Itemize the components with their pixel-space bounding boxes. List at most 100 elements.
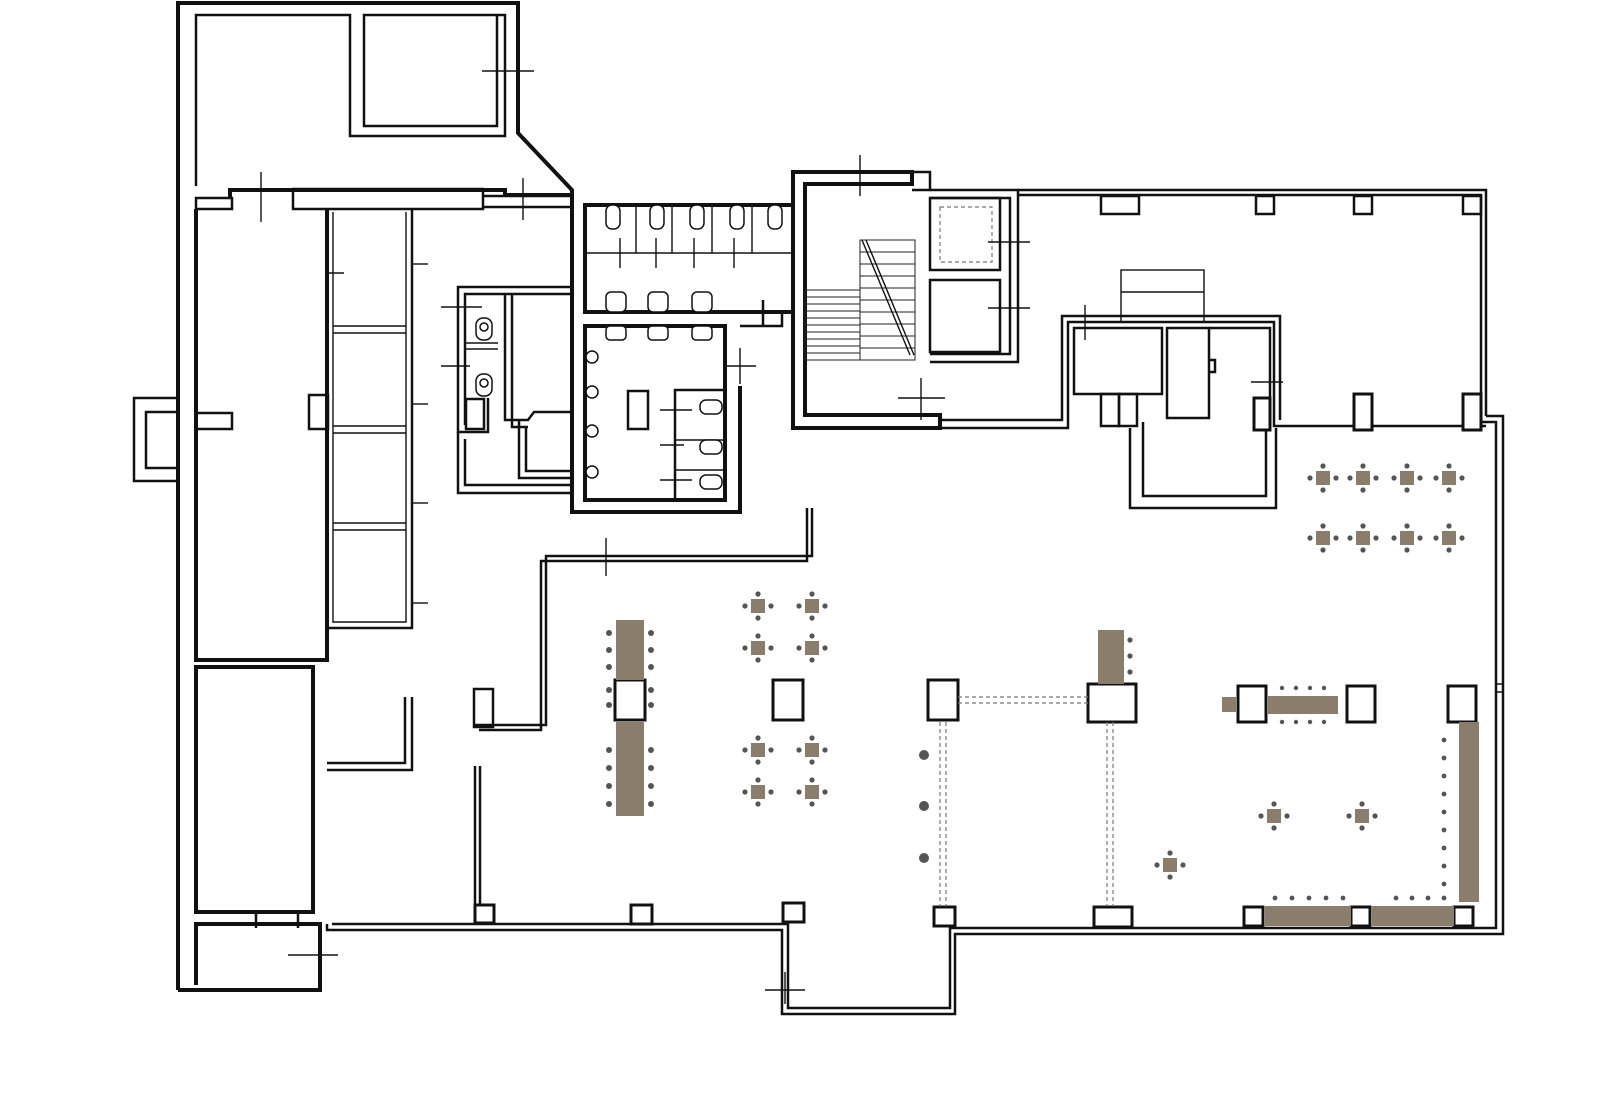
chair-dot — [1258, 813, 1264, 819]
chair-dot — [1307, 685, 1313, 691]
chair-dot — [1441, 863, 1447, 869]
chair-dot — [1441, 791, 1447, 797]
chair-dot — [1441, 827, 1447, 833]
chair-dot — [1446, 523, 1452, 529]
chair-dot — [1289, 895, 1295, 901]
chair-dot — [1404, 547, 1410, 553]
small-table — [1400, 471, 1414, 485]
chair-dot — [809, 777, 815, 783]
chair-dot — [648, 630, 654, 636]
chair-dot — [1441, 809, 1447, 815]
chair-dot — [1347, 535, 1353, 541]
chair-dot — [822, 645, 828, 651]
chair-dot — [1446, 547, 1452, 553]
chair-dot — [1404, 463, 1410, 469]
long-table — [616, 722, 644, 816]
small-table — [805, 599, 819, 613]
chair-dot — [606, 747, 612, 753]
chair-dot — [742, 603, 748, 609]
chair-dot — [1323, 895, 1329, 901]
small-table — [751, 599, 765, 613]
stair-core — [791, 155, 945, 430]
chair-dot — [1127, 669, 1133, 675]
long-table — [1098, 630, 1124, 684]
long-table — [616, 620, 644, 680]
chair-dot — [1441, 881, 1447, 887]
chair-dot — [1433, 535, 1439, 541]
chair-dot — [768, 789, 774, 795]
small-table — [1316, 471, 1330, 485]
chair-dot — [1320, 487, 1326, 493]
chair-dot — [768, 747, 774, 753]
chair-dot — [1441, 845, 1447, 851]
chair-dot — [1425, 895, 1431, 901]
small-table — [1316, 531, 1330, 545]
chair-dot — [1320, 463, 1326, 469]
chair-dot — [648, 687, 654, 693]
chair-dot — [1404, 487, 1410, 493]
chair-dot — [606, 702, 612, 708]
small-table — [1355, 809, 1369, 823]
chair-dot — [822, 789, 828, 795]
small-table — [1267, 809, 1281, 823]
chair-dot — [1293, 685, 1299, 691]
chair-dot — [1167, 874, 1173, 880]
chair-dot — [755, 615, 761, 621]
chair-dot — [1359, 801, 1365, 807]
small-table — [1400, 531, 1414, 545]
chair-dot — [1307, 719, 1313, 725]
chair-dot — [1333, 475, 1339, 481]
northwest-wing — [176, 1, 574, 990]
chair-dot — [1306, 895, 1312, 901]
chair-dot — [1459, 535, 1465, 541]
chair-dot — [809, 657, 815, 663]
chair-dot — [1271, 825, 1277, 831]
chair-dot — [1321, 719, 1327, 725]
chair-dot — [606, 630, 612, 636]
small-table — [805, 785, 819, 799]
chair-dot — [648, 702, 654, 708]
chair-dot — [1333, 535, 1339, 541]
chair-dot — [606, 664, 612, 670]
chair-dot — [809, 801, 815, 807]
chair-dot — [648, 747, 654, 753]
chair-dot — [1393, 895, 1399, 901]
wc-block-small — [441, 285, 574, 495]
chair-dot — [1284, 813, 1290, 819]
chair-dot — [1459, 475, 1465, 481]
chair-dot — [1321, 685, 1327, 691]
chair-dot — [606, 647, 612, 653]
small-table — [1356, 531, 1370, 545]
chair-dot — [768, 603, 774, 609]
chair-dot — [606, 765, 612, 771]
chair-dot — [1360, 547, 1366, 553]
chair-dot — [1340, 895, 1346, 901]
chair-dot — [1279, 719, 1285, 725]
chair-dot — [1373, 535, 1379, 541]
chair-dot — [1359, 825, 1365, 831]
post-dot — [919, 801, 929, 811]
northeast-office — [930, 188, 1488, 510]
chair-dot — [1293, 719, 1299, 725]
chair-dot — [1373, 475, 1379, 481]
chair-dot — [1417, 535, 1423, 541]
chair-dot — [796, 789, 802, 795]
chair-dot — [809, 735, 815, 741]
chair-dot — [755, 657, 761, 663]
long-table — [1268, 696, 1338, 714]
post-dot — [919, 750, 929, 760]
west-rooms — [132, 209, 338, 992]
chair-dot — [648, 765, 654, 771]
chair-dot — [809, 615, 815, 621]
chair-dot — [1279, 685, 1285, 691]
chair-dot — [822, 747, 828, 753]
wc-block-main — [570, 196, 795, 514]
chair-dot — [1307, 475, 1313, 481]
small-table — [1356, 471, 1370, 485]
main-hall-perimeter — [325, 414, 1505, 1016]
storage-cubicles — [325, 210, 428, 772]
chair-dot — [809, 591, 815, 597]
chair-dot — [1320, 547, 1326, 553]
chair-dot — [1391, 475, 1397, 481]
